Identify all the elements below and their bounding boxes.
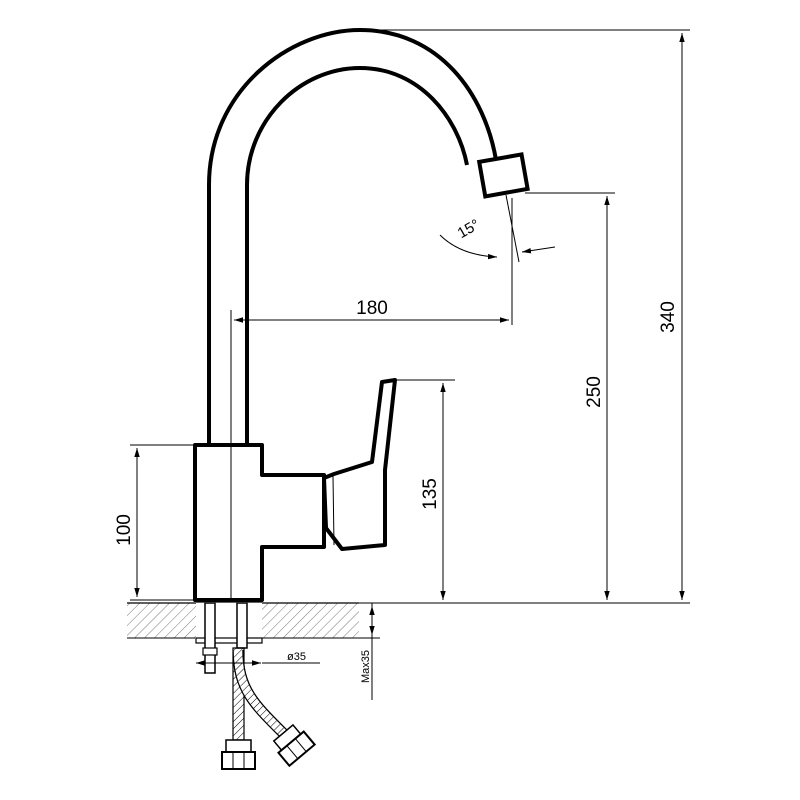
angle-15-label: 15° — [455, 216, 483, 242]
dim-180-label: 180 — [356, 298, 388, 319]
faucet-body — [193, 310, 326, 602]
max-35-label: Max35 — [360, 650, 372, 683]
spout — [207, 28, 530, 445]
aerator — [476, 152, 530, 199]
dim-340-label: 340 — [658, 301, 679, 333]
dim-250-label: 250 — [584, 376, 605, 408]
lever-handle — [322, 378, 397, 551]
hose-nut-left — [221, 739, 256, 770]
diameter-35-label: ø35 — [287, 651, 306, 663]
dim-100-label: 100 — [114, 514, 135, 546]
dimension-lines — [134, 33, 685, 666]
dim-135-label: 135 — [420, 478, 441, 510]
hose-nut-right — [272, 723, 317, 768]
extension-lines — [130, 29, 690, 700]
flex-hoses — [221, 647, 317, 770]
